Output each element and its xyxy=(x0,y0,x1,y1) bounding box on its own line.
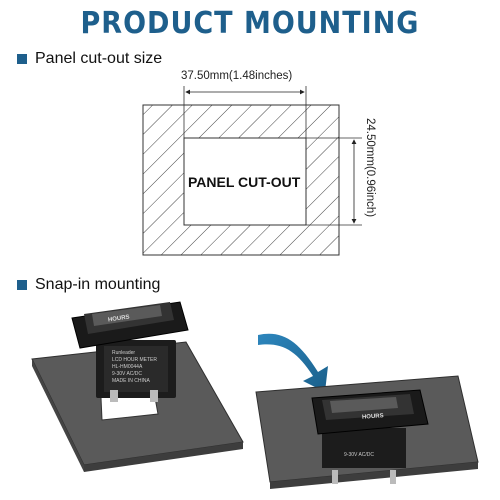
meter-right-voltage: 9-30V AC/DC xyxy=(344,452,375,458)
section-cutout-label: Panel cut-out size xyxy=(35,50,163,67)
meter-origin: MADE IN CHINA xyxy=(112,378,150,384)
dim-height-label: 24.50mm(0.96inch) xyxy=(364,118,376,218)
dim-width-label: 37.50mm(1.48inches) xyxy=(181,70,293,82)
meter-uninstalled xyxy=(71,301,189,402)
cutout-rect xyxy=(183,137,307,226)
panel-left-side xyxy=(32,359,84,472)
mounting-arrow xyxy=(258,333,328,392)
meter-model-number: HL-HM0044A xyxy=(112,364,143,370)
page-title: PRODUCT MOUNTING xyxy=(80,6,420,41)
cutout-label: PANEL CUT-OUT xyxy=(188,174,301,190)
section-bullet xyxy=(17,280,27,290)
meter-installed xyxy=(311,389,429,484)
meter-left-label-block: Runleader LCD HOUR METER HL-HM0044A 9-30… xyxy=(112,350,157,385)
section-bullet xyxy=(17,54,27,64)
meter-brand: Runleader xyxy=(112,350,136,356)
section-cutout-header: Panel cut-out size xyxy=(17,50,162,68)
section-snapin-header: Snap-in mounting xyxy=(17,276,160,294)
panel-left-edge xyxy=(84,442,243,472)
panel-right-edge xyxy=(270,462,478,489)
section-snapin-label: Snap-in mounting xyxy=(35,276,161,293)
meter-model: LCD HOUR METER xyxy=(112,357,158,363)
meter-voltage: 9-30V AC/DC xyxy=(112,371,143,377)
